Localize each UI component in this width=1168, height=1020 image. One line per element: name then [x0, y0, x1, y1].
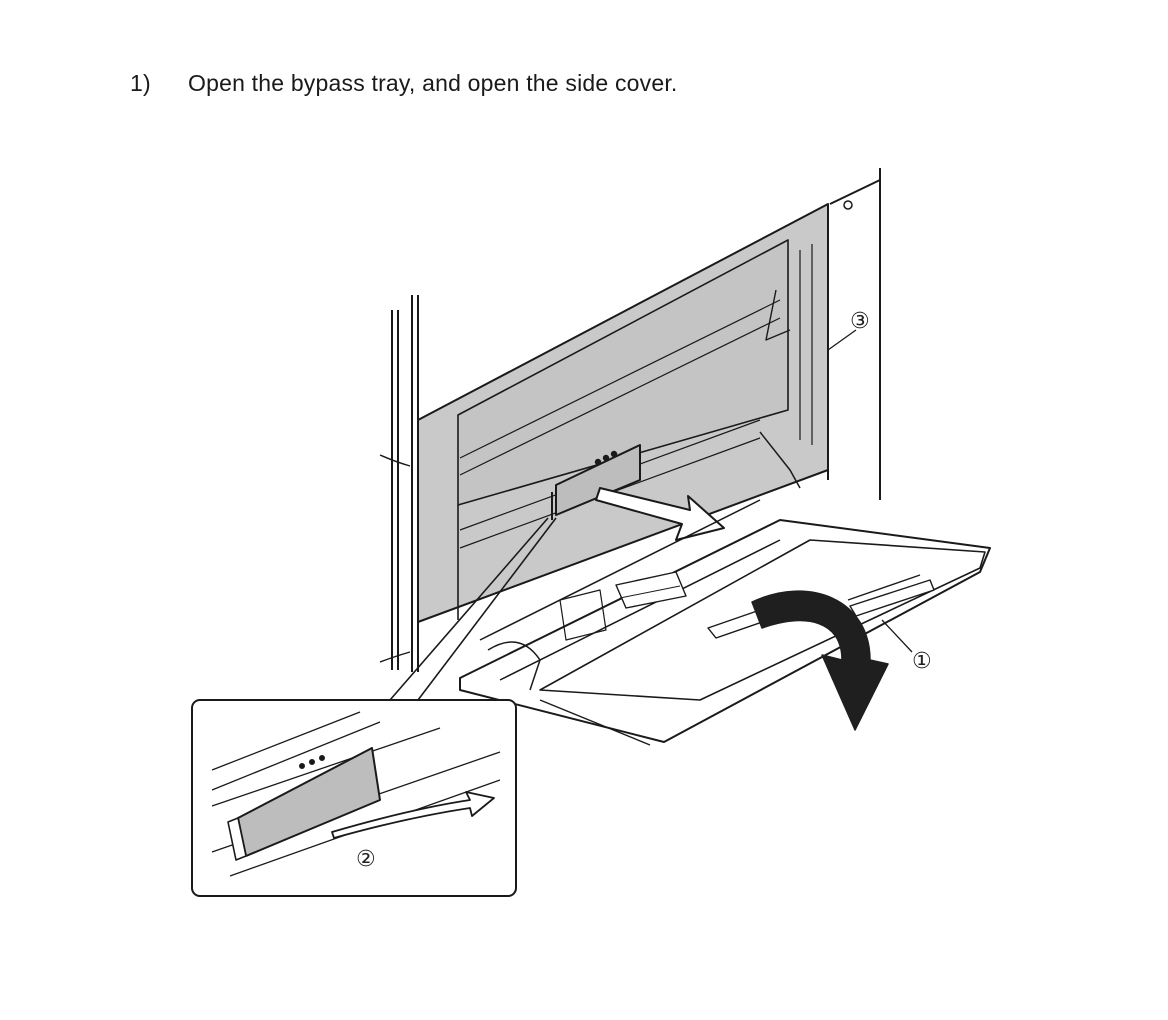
- lever-pull-arrow: [595, 487, 725, 541]
- instruction-step: 1) Open the bypass tray, and open the sid…: [130, 70, 678, 97]
- tray-open-arrow: [751, 590, 889, 731]
- step-number: 1): [130, 70, 151, 96]
- leader-line-side-cover: [827, 329, 857, 351]
- side-cover: [417, 203, 829, 623]
- leader-line-bypass-tray: [881, 619, 913, 653]
- callout-release-lever: ②: [356, 847, 376, 872]
- callout-bypass-tray: ①: [912, 649, 932, 674]
- callout-side-cover: ③: [850, 309, 870, 334]
- release-lever: [551, 444, 641, 520]
- detail-inset: [191, 699, 517, 897]
- left-frame: [379, 295, 419, 672]
- machine-body-right: [827, 168, 881, 500]
- step-text: Open the bypass tray, and open the side …: [188, 70, 678, 96]
